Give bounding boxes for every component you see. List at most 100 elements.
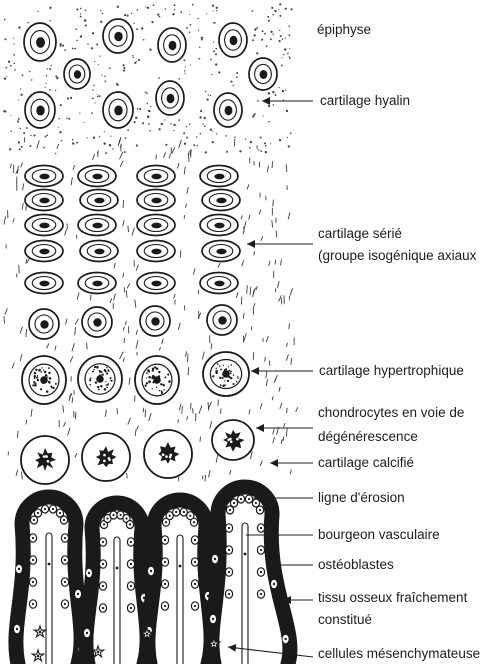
- matrix-dot: [201, 37, 203, 39]
- matrix-dot: [149, 130, 151, 132]
- matrix-dot: [202, 123, 203, 124]
- cell-vacuole: [236, 438, 239, 441]
- matrix-dot: [29, 145, 31, 147]
- matrix-dot: [96, 43, 98, 45]
- degenerating-chondrocyte: [144, 430, 192, 478]
- matrix-dot: [186, 137, 188, 139]
- cytoplasm-granule: [167, 374, 169, 376]
- matrix-dash: [241, 216, 242, 219]
- hyaline-chondrocyte: [64, 59, 90, 89]
- cell-nucleus: [114, 105, 122, 115]
- osteoblast: [191, 558, 198, 566]
- osteoblast: [173, 508, 180, 516]
- matrix-dash: [124, 288, 125, 292]
- serial-chondrocyte: [137, 215, 175, 236]
- matrix-dot: [80, 16, 82, 18]
- matrix-dot: [270, 31, 272, 33]
- label-cartilage-calcifie: cartilage calcifié: [318, 455, 414, 471]
- matrix-dash: [120, 352, 124, 359]
- cytoplasm-granule: [52, 387, 54, 389]
- matrix-dot: [236, 76, 238, 78]
- matrix-dot: [274, 10, 276, 12]
- matrix-dot: [56, 77, 58, 79]
- matrix-dot: [250, 141, 252, 143]
- matrix-dash: [272, 397, 273, 400]
- matrix-dash: [278, 281, 279, 287]
- matrix-dot: [67, 97, 69, 99]
- matrix-dot: [288, 145, 290, 147]
- matrix-dot: [136, 28, 138, 30]
- cytoplasm-granule: [105, 381, 106, 382]
- cytoplasm-granule: [148, 381, 150, 383]
- matrix-dot: [184, 143, 186, 145]
- matrix-dot: [148, 123, 150, 125]
- cytoplasm-granule: [33, 381, 36, 384]
- label-cartilage-hyalin: cartilage hyalin: [320, 93, 410, 109]
- matrix-dot: [256, 52, 258, 54]
- matrix-dot: [104, 131, 105, 132]
- matrix-dash: [178, 163, 179, 168]
- osteoblast-nucleus: [102, 563, 104, 565]
- osteocyte-nucleus: [16, 628, 18, 630]
- matrix-dot: [210, 95, 212, 97]
- hypertrophic-chondrocyte: [203, 352, 249, 396]
- matrix-dash: [72, 344, 74, 352]
- matrix-dash: [276, 231, 277, 237]
- cytoplasm-granule: [111, 380, 113, 382]
- cytoplasm-granule: [97, 386, 99, 388]
- matrix-dash: [75, 454, 77, 458]
- matrix-dot: [20, 88, 21, 89]
- matrix-dot: [270, 38, 272, 40]
- label-tissu-osseux-line2: constitué: [318, 612, 372, 628]
- matrix-dot: [13, 62, 15, 64]
- cell-nucleus: [214, 281, 224, 287]
- matrix-dot: [8, 61, 10, 63]
- osteoblast-nucleus: [130, 585, 132, 587]
- matrix-dash: [291, 470, 292, 474]
- matrix-dot: [13, 54, 15, 56]
- cytoplasm-granule: [43, 370, 44, 371]
- osteoblast: [99, 582, 106, 590]
- cytoplasm-granule: [110, 377, 112, 379]
- matrix-dot: [33, 134, 35, 136]
- matrix-dot: [70, 97, 72, 99]
- matrix-dot: [258, 149, 260, 151]
- osteoblast: [29, 534, 36, 542]
- cytoplasm-granule: [101, 371, 103, 373]
- matrix-dot: [216, 10, 217, 11]
- matrix-dash: [136, 330, 137, 334]
- serial-chondrocyte: [25, 241, 63, 262]
- matrix-dash: [265, 357, 266, 361]
- matrix-dot: [134, 121, 136, 123]
- matrix-dot: [127, 129, 129, 131]
- matrix-dot: [236, 72, 238, 74]
- matrix-dot: [178, 119, 180, 121]
- matrix-dash: [137, 426, 138, 429]
- osteoblast: [49, 505, 56, 513]
- matrix-dot: [55, 90, 56, 91]
- matrix-dot: [18, 141, 20, 143]
- cytoplasm-granule: [35, 383, 36, 384]
- matrix-dot: [272, 14, 274, 16]
- matrix-dot: [149, 49, 151, 51]
- matrix-dot: [278, 40, 280, 42]
- matrix-dot: [10, 115, 11, 116]
- matrix-dot: [3, 110, 5, 112]
- matrix-dot: [281, 65, 283, 67]
- matrix-dot: [268, 92, 270, 94]
- cell-nucleus: [151, 174, 161, 180]
- matrix-dot: [97, 94, 98, 95]
- osteoblast-nucleus: [102, 541, 104, 543]
- osteoblast-nucleus: [64, 581, 66, 583]
- matrix-dot: [66, 118, 67, 119]
- matrix-dot: [135, 117, 137, 119]
- osteoblast-nucleus: [32, 537, 34, 539]
- osteoblast: [225, 590, 232, 598]
- matrix-dot: [200, 110, 202, 112]
- bone-trabecula: [86, 503, 147, 664]
- matrix-dot: [139, 108, 141, 110]
- osteoblast: [61, 600, 68, 608]
- osteoblast-nucleus: [164, 605, 166, 607]
- cell-nucleus: [153, 376, 161, 384]
- osteoblast: [230, 499, 237, 507]
